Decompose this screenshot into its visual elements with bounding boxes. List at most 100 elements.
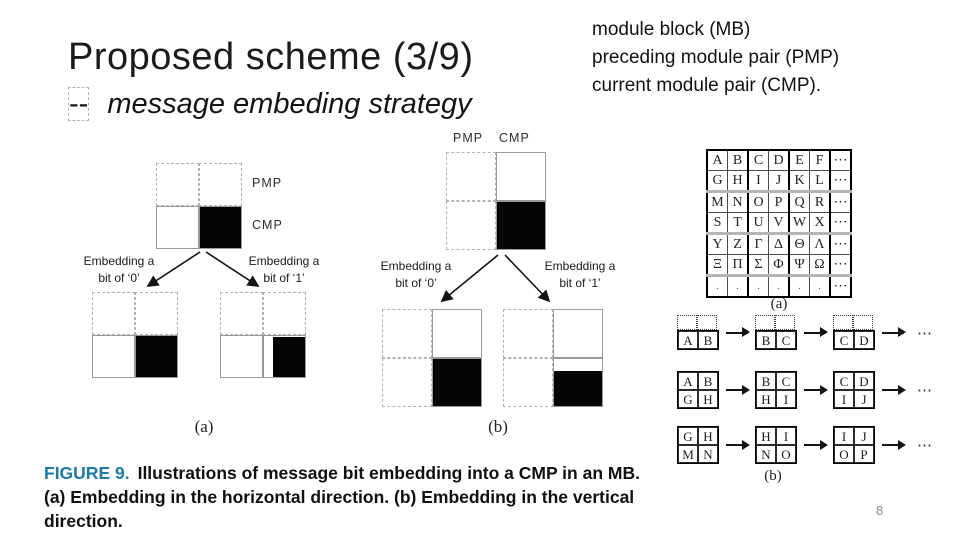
cmp-cell-white xyxy=(156,206,199,249)
diagram-a-cmp-label: CMP xyxy=(252,218,283,232)
cmp-cell-shifted xyxy=(263,335,306,378)
figure-caption-line3: direction. xyxy=(44,511,123,531)
right-arrow-icon xyxy=(726,439,750,450)
diagram-a-embed1-note: Embedding a bit of ‘1’ xyxy=(239,253,329,287)
empty-dotted-cell xyxy=(697,315,717,330)
slide-title: Proposed scheme (3/9) xyxy=(68,36,474,78)
table-cell: K xyxy=(788,170,810,193)
pmp-cell xyxy=(263,292,306,335)
subtitle-dash: -- xyxy=(68,87,90,121)
empty-dotted-cell xyxy=(833,315,853,330)
pmp-cell xyxy=(446,201,496,250)
module-cell: I xyxy=(834,427,854,445)
embed0-line1: Embedding a xyxy=(83,254,155,268)
table-cell: . xyxy=(768,275,790,298)
module-cell: M xyxy=(678,445,698,463)
table-cell: Y xyxy=(706,233,728,255)
figure-caption-line1: Illustrations of message bit embedding i… xyxy=(137,463,640,483)
table-cell: Λ xyxy=(809,233,831,255)
figure-caption-tag: FIGURE 9. xyxy=(44,463,130,483)
module-cell: H xyxy=(756,390,776,408)
table-cell: . xyxy=(727,275,749,298)
diagram-a-embed0-note: Embedding a bit of ‘0’ xyxy=(74,253,164,287)
empty-dotted-cell xyxy=(775,315,795,330)
table-cell: P xyxy=(768,191,790,213)
diagram-a-result0-grid xyxy=(92,292,178,378)
module-cell: B xyxy=(756,372,776,390)
module-cell: C xyxy=(776,372,796,390)
module-cell: H xyxy=(698,427,718,445)
module-cell: N xyxy=(698,445,718,463)
pmp-cell xyxy=(503,358,553,407)
table-cell: Σ xyxy=(747,254,769,277)
sequences-label: (b) xyxy=(764,468,782,484)
table-cell: ⋯ xyxy=(829,170,852,193)
module-cell: G xyxy=(678,390,698,408)
module-cell: J xyxy=(854,427,874,445)
embed0-line1: Embedding a xyxy=(380,259,452,273)
table-cell: H xyxy=(727,170,749,193)
table-cell: X xyxy=(809,212,831,235)
table-cell: L xyxy=(809,170,831,193)
table-cell: I xyxy=(747,170,769,193)
module-cell: C xyxy=(834,331,854,349)
table-cell: Γ xyxy=(747,233,769,255)
module-cell: B xyxy=(756,331,776,349)
definitions-list: module block (MB) preceding module pair … xyxy=(592,16,839,100)
pmp-cell xyxy=(92,292,135,335)
table-cell: Ω xyxy=(809,254,831,277)
table-cell: ⋯ xyxy=(829,191,852,213)
module-cell: H xyxy=(698,390,718,408)
empty-dotted-cell xyxy=(755,315,775,330)
table-cell: ⋯ xyxy=(829,254,852,277)
module-cell: A xyxy=(678,331,698,349)
table-cell: . xyxy=(706,275,728,298)
module-cell: P xyxy=(854,445,874,463)
ellipsis: ⋯ xyxy=(917,382,934,399)
table-cell: . xyxy=(809,275,831,298)
cmp-cell-white xyxy=(220,335,263,378)
subtitle-text: message embeding strategy xyxy=(107,88,472,120)
cmp-cell-shifted xyxy=(553,358,603,407)
diagram-b-pmp-label: PMP xyxy=(453,131,484,145)
table-cell: Δ xyxy=(768,233,790,255)
module-cell: H xyxy=(756,427,776,445)
diagram-b-cmp-label: CMP xyxy=(499,131,530,145)
right-arrow-icon xyxy=(804,439,828,450)
ellipsis: ⋯ xyxy=(917,437,934,454)
right-arrow-icon xyxy=(882,327,906,337)
table-cell: ⋯ xyxy=(829,149,852,171)
module-cell: I xyxy=(834,390,854,408)
slide-subtitle: -- message embeding strategy xyxy=(68,87,472,121)
cmp-cell-white xyxy=(92,335,135,378)
module-cell: A xyxy=(678,372,698,390)
module-cell: G xyxy=(678,427,698,445)
table-cell: B xyxy=(727,149,749,171)
module-cell: I xyxy=(776,427,796,445)
ellipsis: ⋯ xyxy=(917,324,934,342)
cmp-cell-white xyxy=(432,309,482,358)
diagram-b-embed1-note: Embedding a bit of ‘1’ xyxy=(535,258,625,292)
cmp-cell-black-module xyxy=(496,201,546,250)
table-cell: . xyxy=(788,275,810,298)
right-arrow-icon xyxy=(804,327,828,337)
diagram-b-source-grid xyxy=(446,152,546,250)
table-cell: A xyxy=(706,149,728,171)
table-cell: Θ xyxy=(788,233,810,255)
pmp-cell xyxy=(446,152,496,201)
table-cell: Ξ xyxy=(706,254,728,277)
definition-mb: module block (MB) xyxy=(592,19,751,40)
embed1-line2: bit of ‘1’ xyxy=(559,276,601,290)
table-cell: Q xyxy=(788,191,810,213)
diagram-a-label: (a) xyxy=(194,417,214,436)
